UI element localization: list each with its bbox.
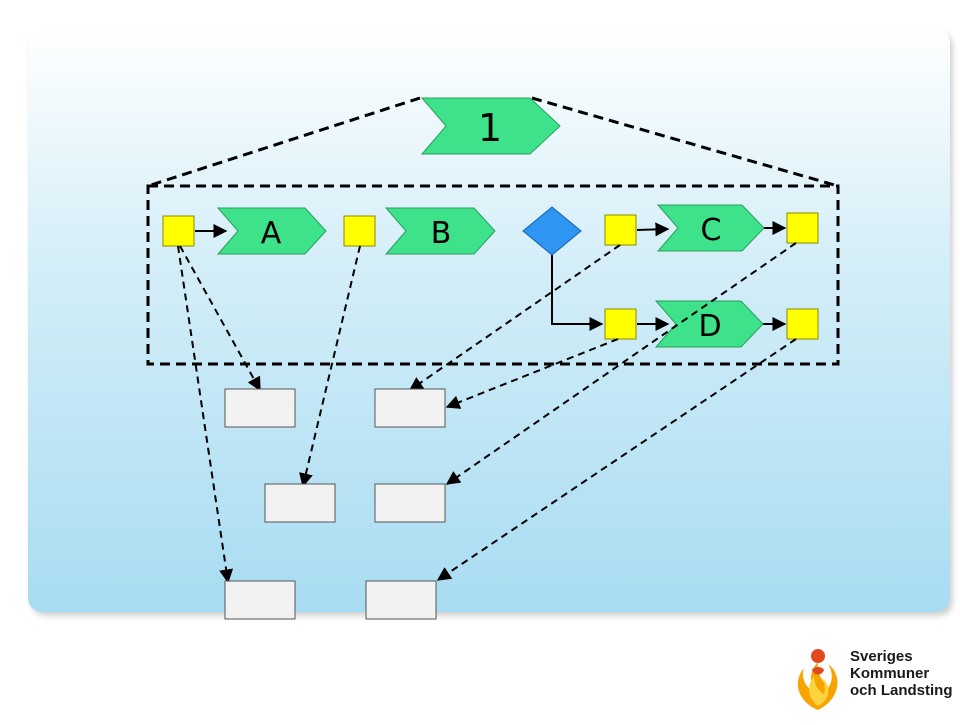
step-c-chevron[interactable]: C [656,204,765,252]
flow-arrow [551,254,604,331]
reference-arrow [445,338,619,409]
reference-arrow [177,245,234,584]
event-square[interactable] [786,212,819,244]
event-square[interactable] [604,214,637,246]
step-c-label: C [701,213,722,248]
logo-line: och Landsting [850,682,953,699]
reference-arrow [436,338,797,581]
main-process-chevron[interactable]: 1 [420,97,561,155]
step-b-label: B [431,216,452,251]
reference-arrow [445,242,797,485]
event-square[interactable] [162,215,195,247]
subprocess-container [146,184,840,366]
logo-line: Kommuner [850,665,930,682]
output-box[interactable] [224,580,296,620]
output-box[interactable] [374,483,446,523]
output-box[interactable] [374,388,446,428]
step-d-chevron[interactable]: D [654,300,764,348]
event-square[interactable] [343,215,376,247]
step-d-label: D [698,309,721,344]
output-box[interactable] [365,580,437,620]
flame-logo-icon [797,649,838,710]
expand-line-left [147,96,421,188]
output-box[interactable] [224,388,296,428]
event-square[interactable] [786,308,819,340]
step-a-chevron[interactable]: A [216,207,327,255]
output-box[interactable] [264,483,336,523]
reference-arrow [179,245,261,392]
logo-line: Sveriges [850,648,913,665]
gateway-diamond[interactable] [522,206,582,256]
reference-arrow [299,245,361,488]
logo-text: Sveriges Kommuner och Landsting [850,648,953,699]
reference-arrow [408,244,621,391]
step-a-label: A [261,216,282,251]
main-process-label: 1 [478,106,502,150]
event-square[interactable] [604,308,637,340]
expand-line-right [531,96,839,188]
flow-arrow [636,222,670,237]
skl-logo: Sveriges Kommuner och Landsting [788,640,958,715]
step-b-chevron[interactable]: B [384,207,496,255]
